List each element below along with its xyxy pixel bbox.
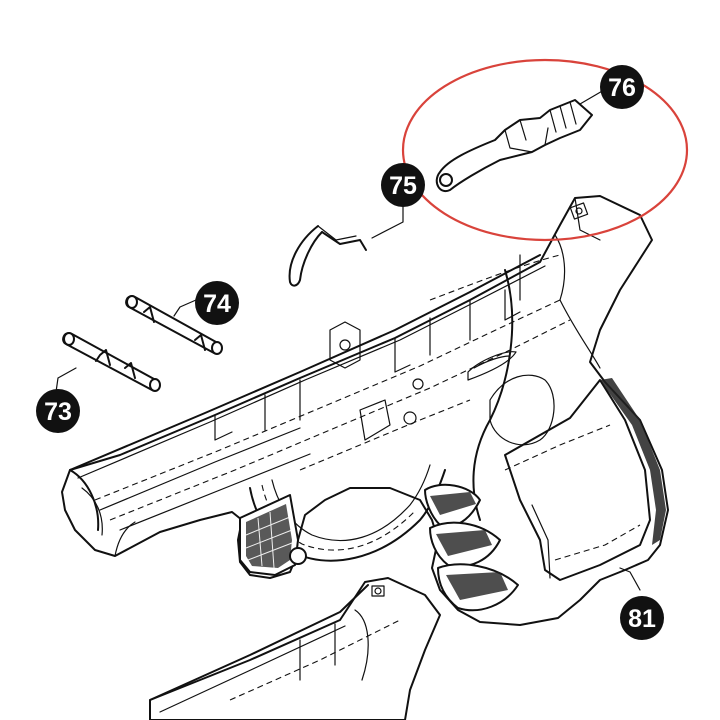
pin-74: [125, 295, 223, 355]
leader-lines: [55, 89, 641, 591]
second-frame-partial: [149, 577, 441, 720]
callout-76-label: 76: [608, 74, 636, 102]
callout-73-label: 73: [44, 398, 72, 426]
callout-73: 73: [36, 389, 80, 433]
slide-lock-lever-76: [435, 99, 593, 193]
callout-81: 81: [620, 596, 664, 640]
pin-73: [62, 332, 161, 392]
spring-75: [288, 225, 367, 287]
highlight-ellipse: [401, 58, 689, 242]
callout-74-label: 74: [203, 290, 231, 318]
callout-74: 74: [195, 281, 239, 325]
callout-81-label: 81: [628, 605, 656, 633]
callout-75-label: 75: [389, 172, 417, 200]
callout-75: 75: [381, 163, 425, 207]
pistol-frame: [61, 195, 669, 626]
callout-76: 76: [600, 65, 644, 109]
